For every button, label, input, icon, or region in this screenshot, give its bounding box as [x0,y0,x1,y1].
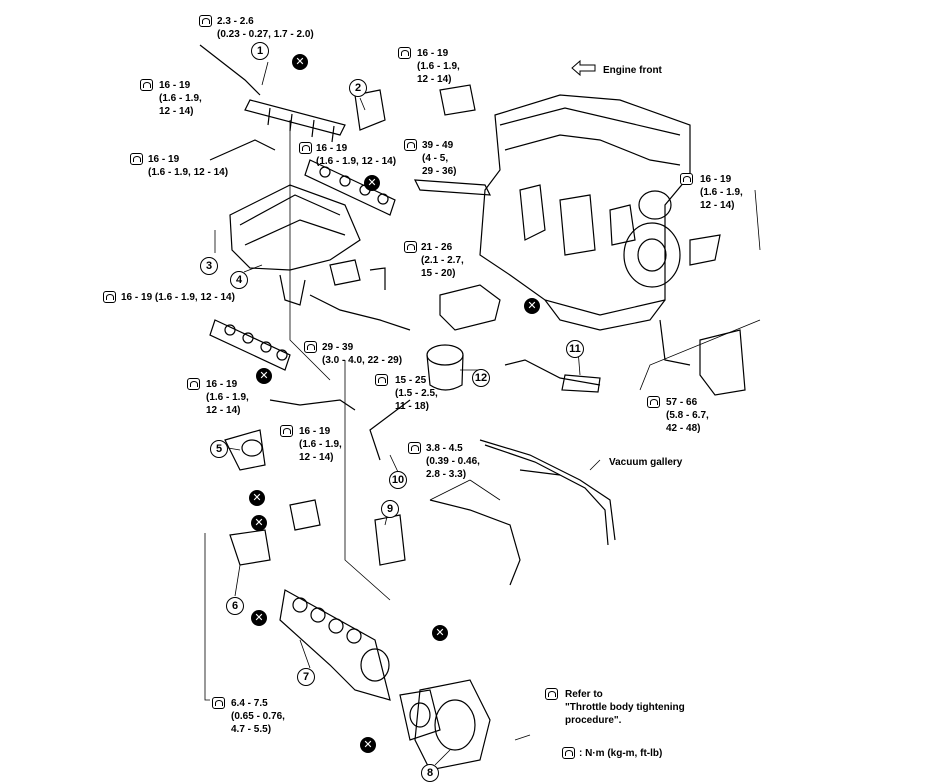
torque-wrench-icon [404,241,417,253]
torque-wrench-icon [398,47,411,59]
do-not-reuse-icon: ✕ [432,625,448,641]
do-not-reuse-icon: ✕ [360,737,376,753]
gaskets-drawing [209,159,396,371]
do-not-reuse-icon: ✕ [249,490,265,506]
callout-12: 12 [472,369,490,387]
unit-legend-text: : N·m (kg-m, ft-lb) [579,748,663,759]
callout-3: 3 [200,257,218,275]
callout-9: 9 [381,500,399,518]
misc-parts-drawing [224,84,746,566]
callout-2: 2 [349,79,367,97]
leader-lines [204,61,761,766]
throttle-body-drawing [399,679,491,771]
vacuum-gallery-label: Vacuum gallery [609,457,683,468]
unit-legend-wrench-icon [562,747,575,759]
callout-10: 10 [389,471,407,489]
callout-4: 4 [230,271,248,289]
torque-spec-15: 57 - 66 (5.8 - 6.7, 42 - 48) [666,397,709,434]
torque-spec-8: 21 - 26 (2.1 - 2.7, 15 - 20) [421,242,464,279]
torque-spec-4: 16 - 19 (1.6 - 1.9, 12 - 14) [417,48,460,85]
torque-spec-10: 29 - 39 (3.0 - 4.0, 22 - 29) [322,342,403,366]
torque-wrench-icon [199,15,212,27]
callout-6: 6 [226,597,244,615]
throttle-refer-note: Refer to "Throttle body tightening proce… [565,689,685,726]
callout-1: 1 [251,42,269,60]
torque-spec-13: 16 - 19 (1.6 - 1.9, 12 - 14) [299,426,342,463]
torque-spec-9: 16 - 19 (1.6 - 1.9, 12 - 14) [121,292,235,303]
torque-spec-2: 16 - 19 (1.6 - 1.9, 12 - 14) [159,80,202,117]
torque-wrench-icon [299,142,312,154]
torque-wrench-icon [647,396,660,408]
torque-wrench-icon [103,291,116,303]
torque-spec-5: 16 - 19 (1.6 - 1.9, 12 - 14) [316,143,397,167]
torque-wrench-icon [545,688,558,700]
torque-wrench-icon [212,697,225,709]
water-outlet-drawing [426,284,501,391]
torque-wrench-icon [408,442,421,454]
fuel-rail-drawing [199,44,346,161]
callout-7: 7 [297,668,315,686]
torque-spec-11: 16 - 19 (1.6 - 1.9, 12 - 14) [206,379,249,416]
torque-spec-6: 39 - 49 (4 - 5, 29 - 36) [422,140,457,177]
torque-wrench-icon [304,341,317,353]
intake-collector-drawing [229,184,361,306]
do-not-reuse-icon: ✕ [251,610,267,626]
torque-spec-3: 16 - 19 (1.6 - 1.9, 12 - 14) [148,154,229,178]
torque-spec-1: 2.3 - 2.6 (0.23 - 0.27, 1.7 - 2.0) [217,16,314,40]
torque-spec-16: 6.4 - 7.5 (0.65 - 0.76, 4.7 - 5.5) [231,698,285,735]
do-not-reuse-icon: ✕ [251,515,267,531]
callout-5: 5 [210,440,228,458]
do-not-reuse-icon: ✕ [524,298,540,314]
engine-block-drawing [479,94,691,331]
torque-spec-14: 3.8 - 4.5 (0.39 - 0.46, 2.8 - 3.3) [426,443,480,480]
torque-wrench-icon [375,374,388,386]
torque-wrench-icon [680,173,693,185]
callout-11: 11 [566,340,584,358]
engine-front-label: Engine front [603,65,662,76]
torque-wrench-icon [140,79,153,91]
do-not-reuse-icon: ✕ [292,54,308,70]
torque-wrench-icon [130,153,143,165]
torque-wrench-icon [187,378,200,390]
torque-wrench-icon [404,139,417,151]
torque-spec-7: 16 - 19 (1.6 - 1.9, 12 - 14) [700,174,743,211]
do-not-reuse-icon: ✕ [256,368,272,384]
lower-manifold-drawing [279,589,391,701]
callout-8: 8 [421,764,439,782]
engine-front-arrow [571,59,596,77]
torque-wrench-icon [280,425,293,437]
do-not-reuse-icon: ✕ [364,175,380,191]
vacuum-gallery-drawing [429,439,616,586]
torque-spec-12: 15 - 25 (1.5 - 2.5, 11 - 18) [395,375,438,412]
